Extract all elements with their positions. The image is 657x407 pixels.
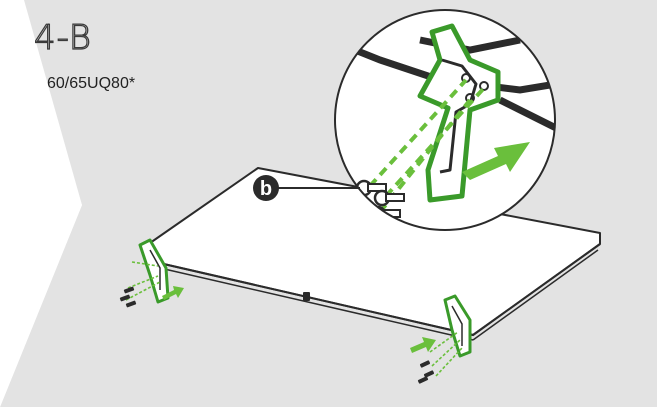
step-label: 4-B: [34, 18, 92, 58]
callout-b-label: b: [260, 178, 272, 200]
tv-logo-mark: [303, 292, 310, 301]
model-label: 60/65UQ80*: [47, 74, 135, 94]
